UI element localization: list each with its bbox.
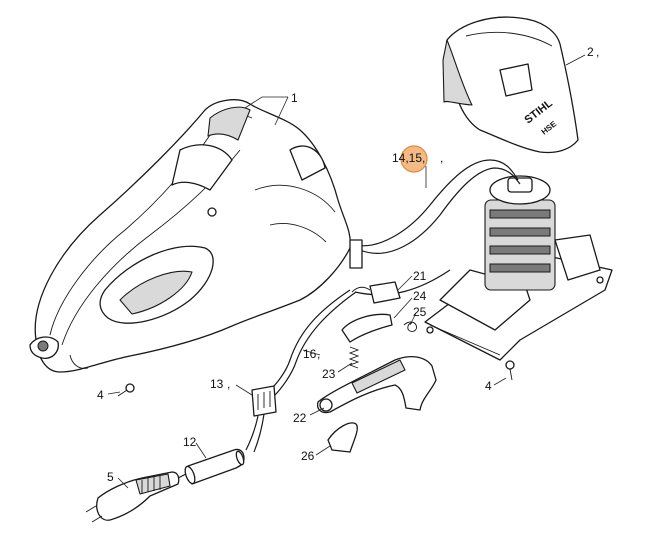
callout-highlight bbox=[400, 145, 428, 173]
callout-13: 13 bbox=[210, 377, 224, 391]
callout-12: 12 bbox=[183, 435, 197, 449]
screw-left bbox=[117, 383, 135, 397]
lock-button bbox=[327, 422, 358, 453]
callout-13-suffix: , bbox=[227, 377, 230, 391]
terminal-block bbox=[245, 385, 277, 453]
callout-4-left: 4 bbox=[97, 388, 104, 402]
switch bbox=[351, 281, 401, 304]
callout-25: 25 bbox=[413, 305, 427, 319]
callout-2: 2 bbox=[587, 45, 594, 59]
callout-4-right: 4 bbox=[485, 379, 492, 393]
callout-labels: 1 2 , 14,15, , 16 , 21 24 25 23 13 , 22 … bbox=[97, 45, 599, 484]
cable-harness bbox=[267, 159, 521, 397]
callout-14-15: 14,15, bbox=[392, 151, 425, 165]
callout-5: 5 bbox=[107, 470, 114, 484]
callout-22: 22 bbox=[293, 411, 307, 425]
callout-26: 26 bbox=[301, 449, 315, 463]
leader-lines bbox=[107, 54, 586, 489]
callout-1: 1 bbox=[291, 91, 298, 105]
switch-lever bbox=[341, 313, 393, 343]
trigger-assembly bbox=[316, 355, 437, 414]
compression-spring bbox=[348, 346, 360, 369]
callout-23: 23 bbox=[322, 367, 336, 381]
callout-24: 24 bbox=[413, 289, 427, 303]
power-plug bbox=[85, 471, 187, 523]
motor-assembly bbox=[424, 175, 613, 381]
callout-16-suffix: , bbox=[317, 347, 320, 361]
torsion-spring bbox=[403, 321, 417, 332]
cable-sleeve bbox=[184, 448, 245, 485]
callout-16: 16 bbox=[303, 347, 317, 361]
callout-2-suffix: , bbox=[596, 45, 599, 59]
motor-cover: STIHL HSE bbox=[442, 16, 579, 154]
callout-14-15-suffix: , bbox=[440, 151, 443, 165]
callout-21: 21 bbox=[413, 269, 427, 283]
main-housing bbox=[29, 99, 351, 373]
